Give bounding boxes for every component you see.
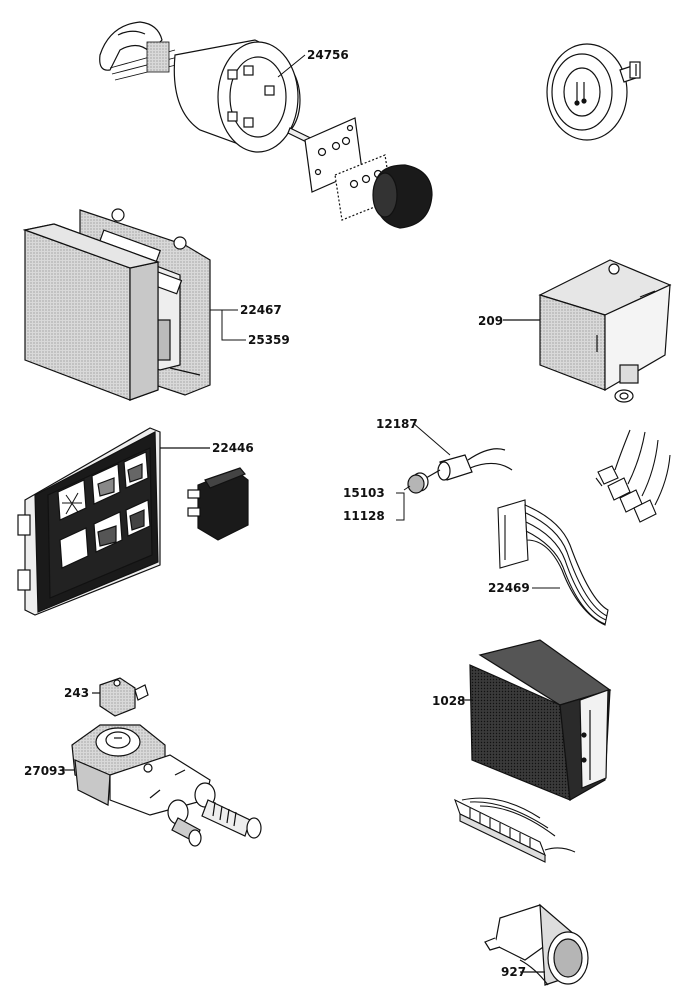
label-24756: 24756 <box>307 48 349 62</box>
label-15103: 15103 <box>343 486 385 500</box>
label-12187: 12187 <box>376 417 418 431</box>
transformer-icon <box>461 639 612 801</box>
label-927: 927 <box>501 965 526 979</box>
leader-22467-25359 <box>210 309 246 341</box>
terminal-strip-icon <box>454 797 576 863</box>
indicator-lamp-icon <box>396 422 513 521</box>
keypad-icon <box>17 427 210 616</box>
label-27093: 27093 <box>24 764 66 778</box>
solenoid-valve-icon <box>62 724 262 847</box>
solenoid-coil-icon <box>92 677 149 717</box>
pressure-switch-icon <box>503 259 672 403</box>
control-board-icon <box>22 208 211 401</box>
label-243: 243 <box>64 686 89 700</box>
label-1028: 1028 <box>432 694 465 708</box>
label-22467: 22467 <box>240 303 282 317</box>
label-11128: 11128 <box>343 509 385 523</box>
label-22469: 22469 <box>488 581 530 595</box>
pressure-gauge-icon <box>546 43 641 141</box>
faston-connectors-icon <box>595 429 671 523</box>
motor-switch-icon <box>99 21 433 229</box>
label-25359: 25359 <box>248 333 290 347</box>
pilot-light-icon <box>484 903 589 986</box>
label-22446: 22446 <box>212 441 254 455</box>
ribbon-cable-icon <box>497 499 609 626</box>
rocker-switch-icon <box>187 467 249 541</box>
label-209: 209 <box>478 314 503 328</box>
